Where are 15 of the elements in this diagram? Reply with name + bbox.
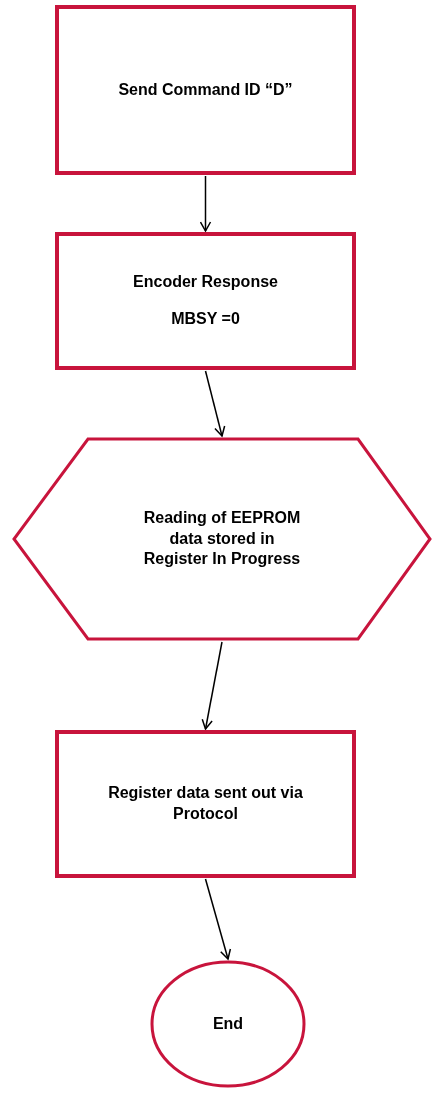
arrow	[204, 370, 226, 437]
process-box	[55, 232, 356, 370]
process-box	[55, 5, 356, 175]
arrow	[199, 175, 212, 232]
step-label: Encoder Response	[133, 272, 278, 293]
arrow	[201, 641, 223, 730]
step-label: MBSY =0	[171, 309, 240, 329]
step-label: Send Command ID “D”	[118, 79, 293, 100]
step-label: Register data sent out via Protocol	[107, 783, 304, 824]
step-label: Reading of EEPROM data stored in Register In Progress	[142, 507, 302, 570]
arrow	[204, 878, 232, 960]
hexagon-box	[12, 437, 432, 641]
process-box	[55, 730, 356, 878]
step-label: End	[212, 1013, 244, 1034]
terminator-ellipse	[150, 960, 306, 1088]
